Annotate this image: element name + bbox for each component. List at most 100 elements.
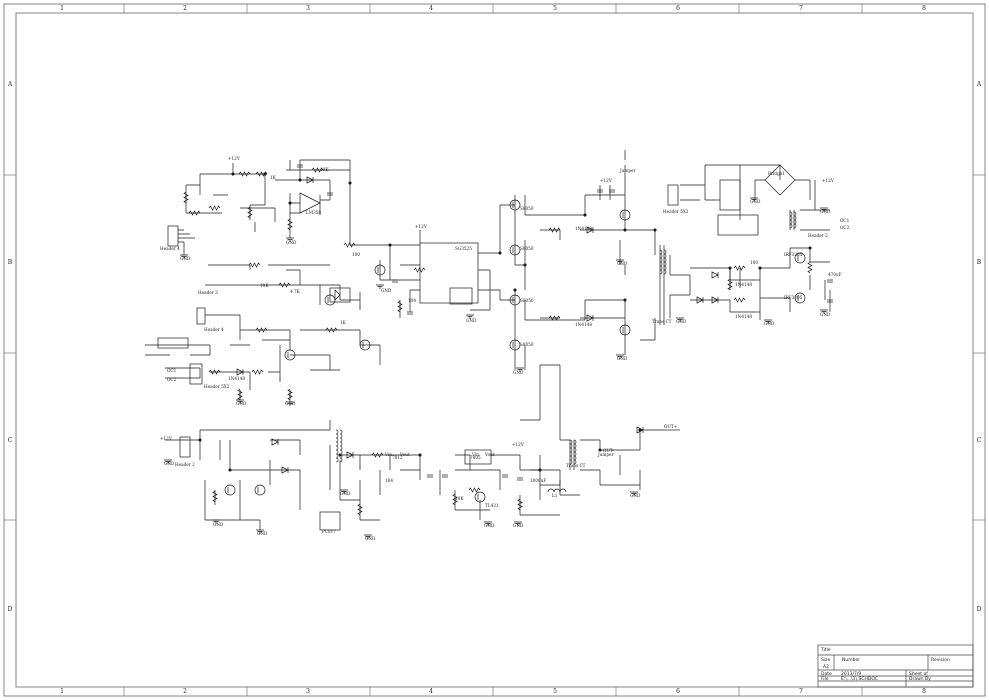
transistor bbox=[224, 484, 236, 496]
gnd-label-16: GND bbox=[257, 531, 268, 536]
opto-led bbox=[334, 289, 341, 301]
col-label-5-bottom: 5 bbox=[553, 688, 557, 695]
diode bbox=[236, 368, 244, 376]
label-diode-4: 1N4148 bbox=[735, 282, 752, 287]
ground-symbol bbox=[630, 491, 638, 496]
diode bbox=[711, 296, 719, 304]
label-diode-1: 1N4148 bbox=[575, 226, 592, 231]
ground-symbol bbox=[484, 521, 492, 526]
col-label-3: 3 bbox=[306, 5, 310, 12]
label-tl431: TL431 bbox=[485, 503, 499, 508]
col-label-2-bottom: 2 bbox=[183, 688, 187, 695]
junction-dot bbox=[198, 438, 202, 442]
resistor bbox=[183, 191, 189, 204]
junction-dot bbox=[808, 246, 812, 250]
resistor bbox=[517, 498, 523, 511]
label-jumper-1: Jumper bbox=[619, 168, 636, 173]
gnd-label-1: GND bbox=[180, 256, 191, 261]
junction-dot bbox=[263, 172, 267, 176]
junction-dot bbox=[298, 178, 302, 182]
gnd-label-20: GND bbox=[630, 493, 641, 498]
col-label-7: 7 bbox=[799, 5, 803, 12]
row-label-a: A bbox=[7, 81, 13, 88]
col-label-3-bottom: 3 bbox=[306, 688, 310, 695]
resistor bbox=[251, 369, 264, 375]
resistor bbox=[371, 452, 384, 458]
gnd-label-10: GND bbox=[820, 312, 831, 317]
transistor bbox=[509, 339, 521, 351]
label-header5x2-a: Header 5X2 bbox=[204, 384, 230, 389]
junction-dot bbox=[231, 172, 235, 176]
label-pwm-ic: SG3525 bbox=[455, 246, 472, 251]
ground-symbol bbox=[764, 319, 772, 324]
junction-dot bbox=[388, 243, 392, 247]
diode bbox=[281, 466, 289, 474]
label-jumper-2: Jumper bbox=[597, 452, 614, 457]
file-label: File bbox=[821, 676, 829, 682]
label-cap-104-2: 104 bbox=[385, 478, 393, 483]
transformer-coil bbox=[659, 249, 663, 275]
ground-symbol bbox=[286, 401, 294, 406]
resistor bbox=[212, 490, 218, 503]
vcc-label-3: +12V bbox=[600, 178, 613, 183]
label-vout-1: Vout bbox=[399, 452, 410, 457]
resistor bbox=[548, 315, 561, 321]
diode bbox=[696, 296, 704, 304]
label-oc2-a: OC2 bbox=[840, 225, 850, 230]
label-res-1k-2: 1K bbox=[340, 320, 347, 325]
vcc-label-6: +12V bbox=[512, 442, 525, 447]
label-diode-5: 1N4148 bbox=[735, 314, 752, 319]
gnd-label-13: GND bbox=[236, 401, 247, 406]
label-diode-2: 1N4148 bbox=[575, 322, 592, 327]
ground-symbol bbox=[180, 254, 188, 259]
label-header4-b: Header 4 bbox=[204, 327, 224, 332]
junction-dot bbox=[728, 266, 732, 270]
transistor bbox=[509, 199, 521, 211]
junction-dot bbox=[523, 263, 527, 267]
resistor bbox=[807, 261, 813, 274]
transformer-coil bbox=[793, 211, 797, 229]
row-label-b-right: B bbox=[977, 259, 982, 266]
transistor bbox=[474, 491, 486, 503]
size-value: A2 bbox=[823, 664, 829, 670]
transistor bbox=[619, 324, 631, 336]
diode bbox=[271, 438, 279, 446]
resistor bbox=[548, 227, 561, 233]
junction-dot bbox=[598, 448, 602, 452]
resistor bbox=[452, 493, 458, 506]
ground-symbol bbox=[376, 284, 384, 289]
ground-symbol bbox=[820, 207, 828, 212]
label-cap-1000u: 1000uF bbox=[530, 478, 546, 483]
label-trans-1: Trans CT bbox=[652, 319, 672, 324]
component-labels: GND GND GND GND GND GND GND GND GND GND … bbox=[160, 156, 850, 541]
transformer-coil bbox=[335, 429, 339, 463]
col-label-6-bottom: 6 bbox=[676, 688, 680, 695]
label-cap-104-1: 104 bbox=[408, 298, 416, 303]
row-label-d-right: D bbox=[977, 606, 982, 613]
junction-dot bbox=[228, 468, 232, 472]
ground-symbol bbox=[164, 459, 172, 464]
ground-symbol bbox=[340, 489, 348, 494]
label-transistor-1: S8050 bbox=[520, 206, 534, 211]
junction-dot bbox=[348, 181, 352, 185]
ground-symbol bbox=[466, 314, 474, 319]
label-res-1k-1: 1K bbox=[270, 175, 277, 180]
junction-dot bbox=[583, 213, 587, 217]
junction-dot bbox=[653, 228, 657, 232]
ground-symbol bbox=[286, 237, 294, 242]
size-label: Size bbox=[821, 657, 830, 663]
diode bbox=[306, 176, 314, 184]
gnd-label-2: GND bbox=[286, 240, 297, 245]
label-res-100-2: 100 bbox=[750, 260, 758, 265]
ground-symbol bbox=[256, 529, 264, 534]
ground-symbol bbox=[616, 259, 624, 264]
resistor bbox=[188, 210, 201, 216]
vcc-label-4: +12V bbox=[160, 436, 173, 441]
border-ticks bbox=[4, 4, 985, 696]
label-header3: Header 3 bbox=[198, 290, 218, 295]
label-out-plus: OUT+ bbox=[664, 424, 678, 429]
resistor bbox=[733, 265, 746, 271]
label-inductor: L1 bbox=[552, 493, 558, 498]
label-transistor-2: S8050 bbox=[520, 246, 534, 251]
junction-dot bbox=[418, 453, 422, 457]
